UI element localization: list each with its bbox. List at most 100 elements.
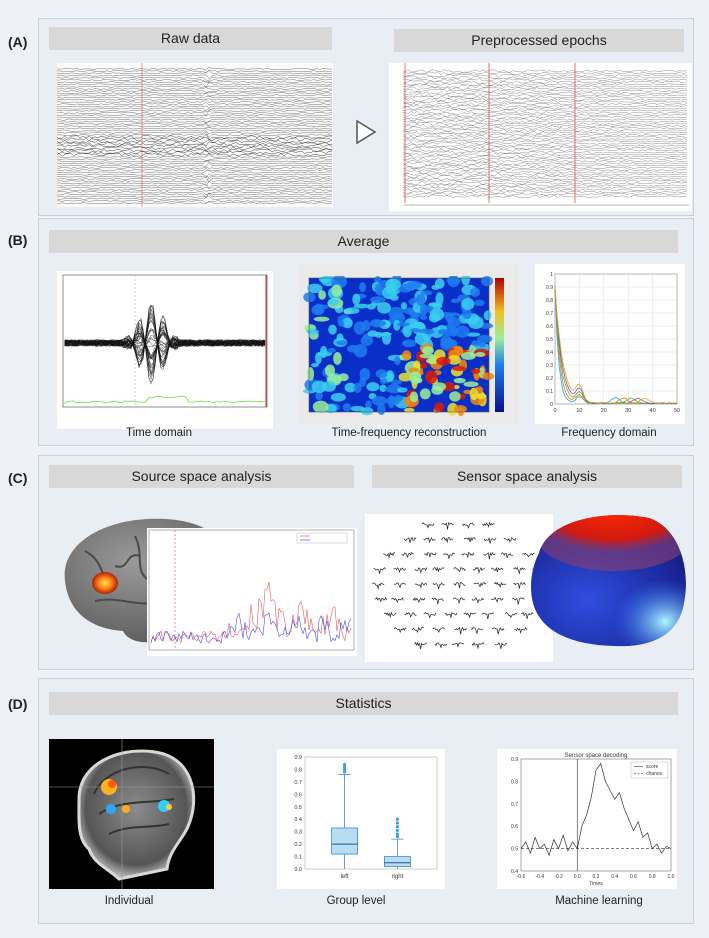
sensor-trace xyxy=(513,566,526,575)
y-tick-label: 0.4 xyxy=(511,869,518,875)
sensor-trace xyxy=(463,536,477,542)
outlier-point xyxy=(343,770,347,774)
y-tick-label: 0.6 xyxy=(511,824,518,830)
sensor-trace xyxy=(461,551,475,559)
x-tick-label: 0.2 xyxy=(593,874,600,880)
sensor-trace xyxy=(500,552,514,559)
y-tick-label: 0 xyxy=(550,402,553,408)
sensor-trace xyxy=(494,641,507,649)
sensor-trace xyxy=(414,582,428,589)
outlier-point xyxy=(395,832,399,836)
sensor-trace xyxy=(483,537,497,544)
sensor-trace xyxy=(470,627,484,635)
y-tick-label: 0.1 xyxy=(546,389,553,395)
x-tick-label: 0 xyxy=(553,408,556,414)
sensor-trace xyxy=(441,521,454,530)
arrow-right-icon xyxy=(356,119,377,145)
box xyxy=(331,827,358,855)
sensor-trace xyxy=(453,567,466,573)
y-tick-label: 0.6 xyxy=(546,324,553,330)
legend-box xyxy=(296,532,348,544)
source-space-header: Source space analysis xyxy=(49,465,354,488)
sensor-trace xyxy=(412,597,426,604)
source-timecourse-plot xyxy=(147,528,357,656)
sensor-trace xyxy=(471,597,485,604)
y-tick-label: 0.3 xyxy=(546,363,553,369)
legend-label: chance xyxy=(646,771,662,777)
y-tick-label: 0.5 xyxy=(511,847,518,853)
statistics-header: Statistics xyxy=(49,692,678,715)
x-tick-label: 30 xyxy=(625,408,631,414)
x-tick-label: 10 xyxy=(576,408,582,414)
x-tick-label: -0.4 xyxy=(535,874,544,880)
outlier-point xyxy=(395,825,399,829)
sensor-trace xyxy=(490,596,504,603)
sensor-trace xyxy=(454,626,467,635)
legend-box xyxy=(630,761,669,779)
sensor-layout-plot xyxy=(365,514,553,662)
y-tick-label: 0.1 xyxy=(294,855,302,861)
x-tick-label: -0.6 xyxy=(517,874,526,880)
sensor-trace xyxy=(441,537,454,544)
y-tick-label: 0.6 xyxy=(294,792,302,798)
panel-b-letter: (B) xyxy=(8,232,28,248)
sensor-trace xyxy=(421,522,435,529)
x-tick-label: 50 xyxy=(674,408,680,414)
sensor-trace xyxy=(373,567,386,574)
psd-series xyxy=(554,286,678,405)
time-frequency-plot xyxy=(299,264,519,424)
sensor-trace xyxy=(383,551,396,558)
category-label: right xyxy=(392,874,404,880)
sensor-trace xyxy=(432,566,445,573)
sensor-trace xyxy=(374,596,388,603)
sensor-trace xyxy=(481,612,494,619)
x-tick-label: 0.4 xyxy=(611,874,618,880)
sensor-trace xyxy=(503,537,517,543)
sensor-trace xyxy=(483,551,496,560)
outlier-point xyxy=(395,821,399,825)
sensor-trace xyxy=(493,581,507,589)
sensor-trace xyxy=(463,612,476,619)
sensor-trace xyxy=(393,627,407,634)
y-tick-label: 0.2 xyxy=(546,376,553,382)
sensor-trace xyxy=(391,597,404,604)
x-tick-label: 20 xyxy=(601,408,607,414)
y-tick-label: 0.8 xyxy=(511,779,518,785)
panel-a: Raw data Preprocessed epochs xyxy=(38,18,694,216)
sensor-trace xyxy=(411,626,424,634)
x-tick-label: 0.8 xyxy=(649,874,656,880)
score-line xyxy=(520,762,672,857)
time-frequency-caption: Time-frequency reconstruction xyxy=(331,427,487,439)
outlier-point xyxy=(343,767,347,772)
y-tick-label: 0.9 xyxy=(546,285,553,291)
sensor-space-header: Sensor space analysis xyxy=(372,465,682,488)
sensor-trace xyxy=(414,567,428,574)
sensor-trace xyxy=(423,551,437,558)
sensor-trace xyxy=(473,582,487,588)
y-tick-label: 0.3 xyxy=(294,830,302,836)
sensor-trace xyxy=(393,566,406,573)
sensor-trace xyxy=(520,612,534,619)
y-tick-label: 0.4 xyxy=(546,350,553,356)
panel-a-letter: (A) xyxy=(8,34,28,50)
y-tick-label: 0.4 xyxy=(294,817,302,823)
sensor-trace xyxy=(444,612,458,618)
time-domain-plot xyxy=(57,271,273,429)
sensor-trace xyxy=(522,552,535,558)
y-tick-label: 1 xyxy=(550,272,553,278)
outlier-point xyxy=(395,828,399,833)
y-tick-label: 0.5 xyxy=(294,805,302,811)
individual-caption: Individual xyxy=(104,895,154,907)
outlier-point xyxy=(395,817,399,821)
scalp-topomap xyxy=(531,515,686,647)
sensor-trace xyxy=(372,582,385,590)
panel-c: Source space analysis Sensor space analy… xyxy=(38,455,694,670)
y-tick-label: 0.7 xyxy=(546,311,553,317)
sensor-trace xyxy=(393,582,407,589)
time-domain-caption: Time domain xyxy=(125,427,193,439)
preprocessed-epochs-header: Preprocessed epochs xyxy=(394,29,684,52)
sensor-trace xyxy=(414,641,427,650)
